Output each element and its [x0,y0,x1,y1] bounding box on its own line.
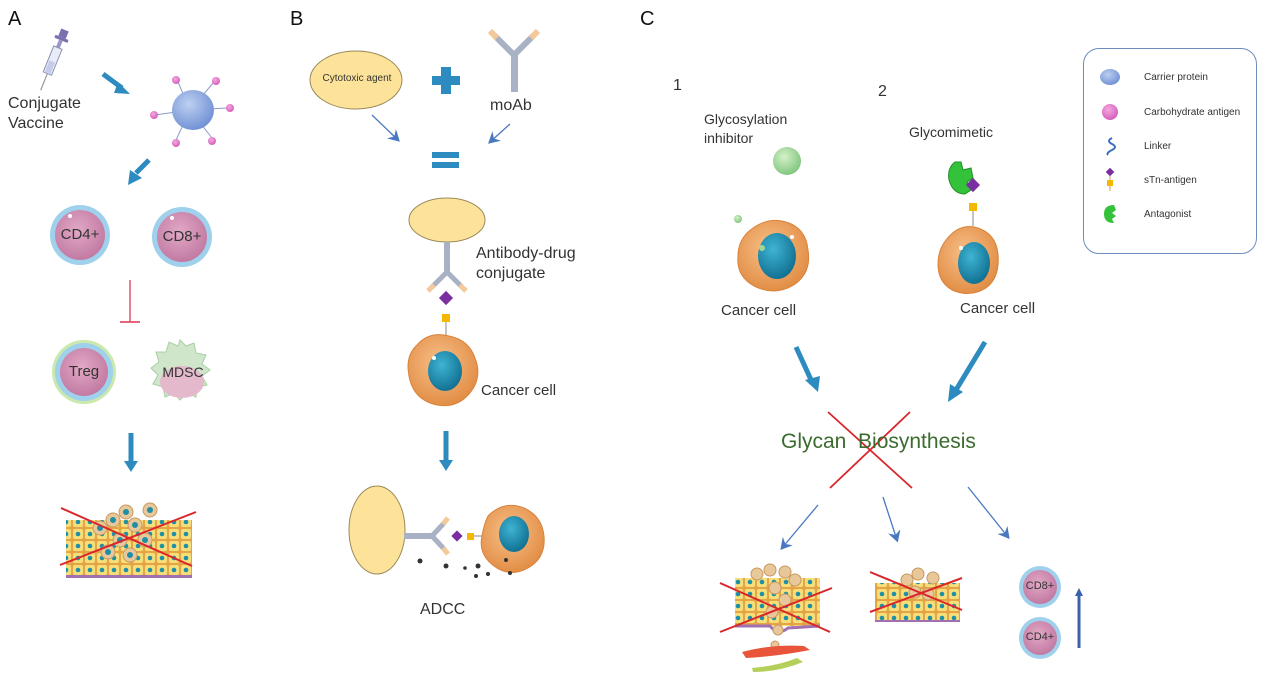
cancer-cell-adcc [480,504,545,573]
arrow-to-conjugate [101,71,130,94]
panel-label-c: C [640,8,655,30]
conjugate-vaccine-label: Conjugate Vaccine [8,94,81,134]
arrow-down-a [124,433,138,472]
arrow-moab-to-equals [488,123,511,144]
mdsc-cell [150,339,211,401]
glycosylation-inhibitor-label: Glycosylation inhibitor [704,110,787,148]
cytotoxic-agent-ellipse [309,50,403,110]
legend-item-carrier-protein: Carrier protein [1084,67,1208,87]
legend: Carrier protein Carbohydrate antigen Lin… [1083,48,1257,254]
glycosylation-inhibitor-ball [773,147,801,175]
carrier-protein-icon [1100,69,1120,85]
arrow-to-tcells [128,158,151,185]
mdsc-label: MDSC [162,364,204,380]
cd4-label-c: CD4+ [1025,631,1055,643]
cd4-cell-c [1019,617,1061,659]
metastasis-tissue-crossed [719,563,833,672]
cancer-cell-label-c1: Cancer cell [721,302,797,319]
effector-cell-ellipse [348,485,406,575]
glycomimetic-label: Glycomimetic [909,124,994,140]
arrow-down-b [439,431,453,471]
plus-icon [432,67,460,94]
panel-label-a: A [8,8,22,30]
cd8-cell-c [1019,566,1061,608]
cancer-cell-c2 [937,226,999,294]
adc-label-line2: conjugate [476,265,546,282]
adc-label: Antibody-drug conjugate [476,244,576,284]
legend-item-stn-antigen: sTn-antigen [1084,167,1197,193]
adc-antibody [426,242,468,293]
cd8-label-c: CD8+ [1025,580,1055,592]
inhibition-symbol [120,280,140,323]
cd8-label: CD8+ [162,228,202,245]
cd4-cell [50,205,110,265]
strategy-2-number: 2 [878,83,887,100]
arrow-c1-to-glycan [793,345,820,392]
syringe-icon [40,28,69,91]
legend-label: Antagonist [1144,208,1192,220]
stn-antigen-icon [1105,167,1115,191]
tumor-tissue-c-crossed [869,567,963,622]
arrow-c2-to-glycan [948,340,988,402]
carbohydrate-antigen-icon [1102,104,1118,120]
inhibitor-particle [734,215,742,223]
cd8-cell [152,207,212,267]
vaccine-label-line1: Conjugate [8,95,81,112]
cd4-label: CD4+ [60,226,100,243]
adc-drug-ellipse [408,197,486,243]
antagonist-bound [948,161,981,226]
stn-antigen-on-cell [438,290,454,336]
adcc-antibody [404,516,450,556]
arrow-to-metastasis [780,504,819,550]
adcc-label: ADCC [420,601,466,618]
tumor-tissue-crossed [59,502,197,578]
panel-label-b: B [290,8,304,30]
legend-label: Linker [1144,140,1172,152]
antibody-icon [487,28,541,92]
cancer-cell-c1 [737,219,810,292]
adc-label-line1: Antibody-drug [476,245,576,262]
increase-arrow-icon [1075,588,1083,648]
arrow-agent-to-equals [371,114,400,142]
arrow-to-tcells [967,486,1010,540]
granules [417,558,512,578]
treg-cell [52,340,116,404]
cancer-cell-label-b: Cancer cell [481,382,557,399]
legend-item-antagonist: Antagonist [1084,203,1191,225]
cytotoxic-agent-label: Cytotoxic agent [322,73,392,84]
conjugate-vaccine-molecule [150,76,234,147]
antagonist-icon [1104,205,1116,223]
legend-label: Carbohydrate antigen [1144,106,1241,118]
inhibitor-label-line1: Glycosylation [704,111,788,127]
cancer-cell-label-c2: Cancer cell [960,300,1036,317]
glycan-word: Glycan [781,430,847,453]
legend-label: sTn-antigen [1144,174,1197,186]
biosynthesis-word: Biosynthesis [858,430,976,453]
glycan-cross [827,411,913,489]
inhibitor-label-line2: inhibitor [704,130,754,146]
arrow-to-tumor [882,496,901,543]
vaccine-label-line2: Vaccine [8,115,64,132]
legend-label: Carrier protein [1144,71,1208,83]
legend-item-linker: Linker [1084,136,1171,156]
treg-label: Treg [68,363,100,380]
legend-item-carbohydrate-antigen: Carbohydrate antigen [1084,102,1240,122]
strategy-1-number: 1 [673,77,682,94]
linker-icon [1106,137,1116,156]
glycan-biosynthesis-label: Glycan Biosynthesis [781,430,976,454]
cancer-cell-b [407,334,479,407]
moab-label: moAb [490,97,532,114]
adcc-stn-antigen [451,530,484,542]
equals-icon [432,152,459,168]
